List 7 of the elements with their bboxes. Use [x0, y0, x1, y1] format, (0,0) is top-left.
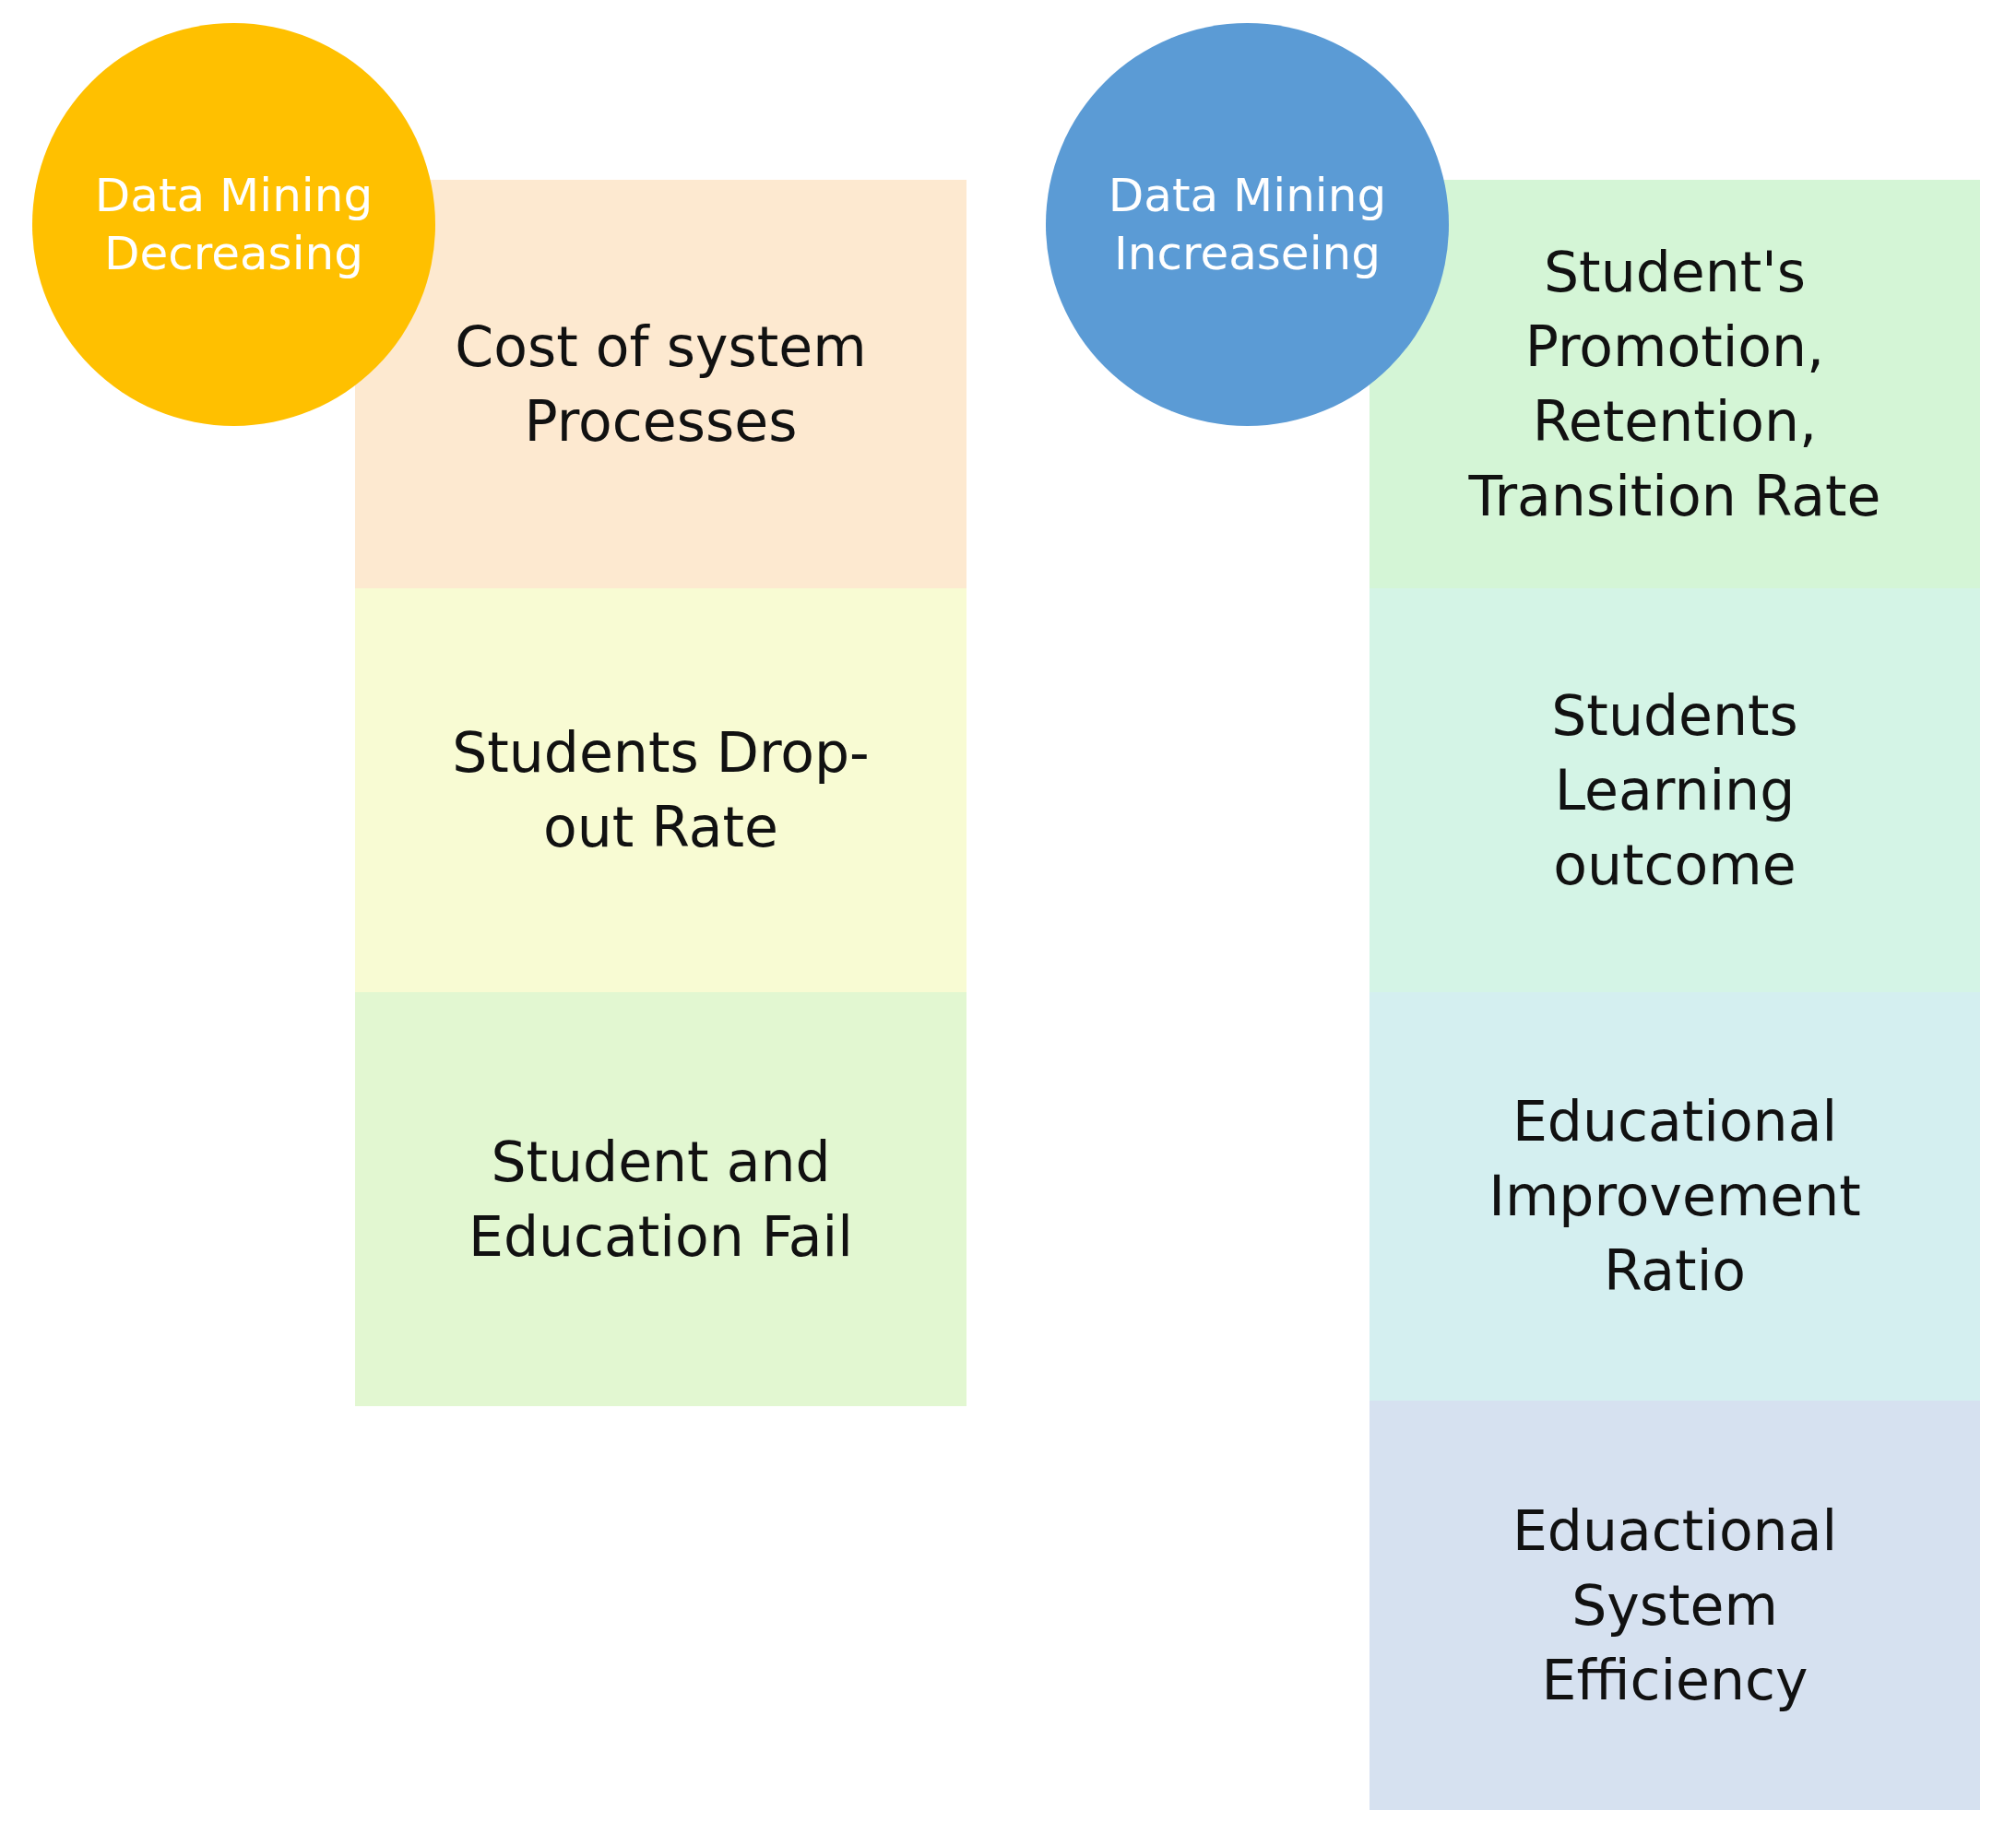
category-circle: Data Mining Decreasing	[32, 23, 435, 426]
outcome-box: Students Drop-out Rate	[355, 588, 966, 992]
outcome-box: Student and Education Fail	[355, 992, 966, 1406]
outcome-box: Educational Improvement Ratio	[1370, 992, 1980, 1401]
category-circle: Data Mining Increaseing	[1046, 23, 1449, 426]
outcome-box: Eduactional System Efficiency	[1370, 1401, 1980, 1810]
outcome-box: Students Learning outcome	[1370, 588, 1980, 992]
